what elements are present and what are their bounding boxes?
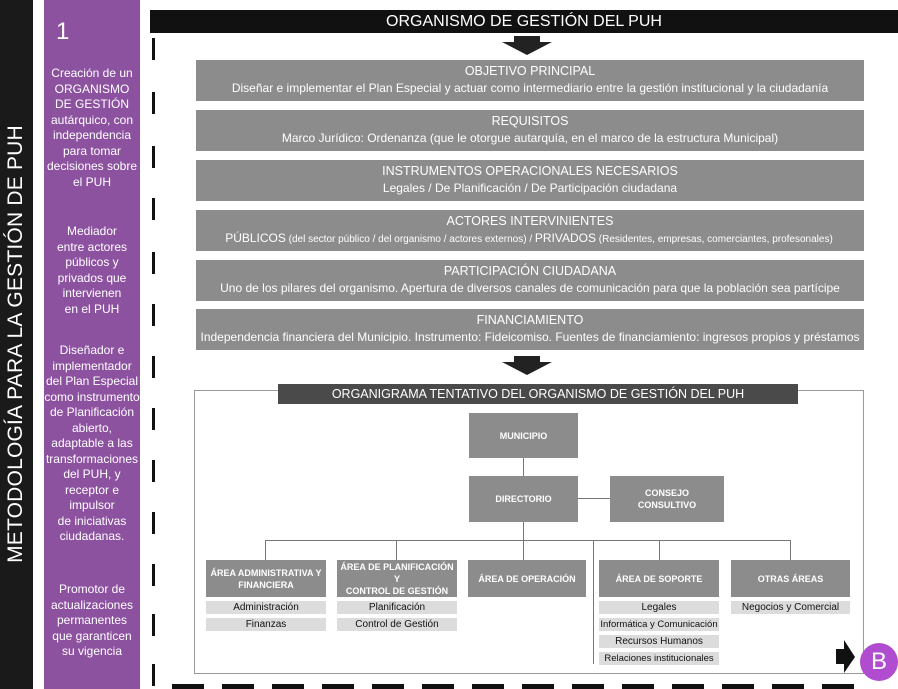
org-area-operacion: ÁREA DE OPERACIÓN [468, 560, 586, 597]
connector [523, 540, 524, 560]
bottom-dash [422, 684, 454, 689]
separator-dash [152, 512, 155, 534]
bottom-dash [772, 684, 804, 689]
separator-dash [152, 664, 155, 686]
org-sub-item: Negocios y Comercial [731, 601, 850, 614]
separator-dash [152, 408, 155, 430]
org-area-otras: OTRAS ÁREAS [731, 560, 850, 597]
connector [265, 540, 791, 541]
connector [659, 540, 660, 560]
box-instrumentos: INSTRUMENTOS OPERACIONALES NECESARIOS Le… [196, 160, 864, 201]
box-objetivo: OBJETIVO PRINCIPAL Diseñar e implementar… [196, 60, 864, 101]
connector [790, 540, 791, 560]
connector [578, 498, 610, 499]
org-sub-item: Finanzas [206, 618, 326, 631]
org-area-planificacion: ÁREA DE PLANIFICACIÓN Y CONTROL DE GESTI… [337, 560, 457, 597]
bottom-dash [372, 684, 404, 689]
org-box-consejo: CONSEJO CONSULTIVO [610, 476, 724, 522]
bottom-dash [722, 684, 754, 689]
org-sub-item: Control de Gestión [337, 618, 457, 631]
box-financiamiento: FINANCIAMIENTO Independencia financiera … [196, 309, 864, 350]
arrow-right-icon [836, 640, 855, 673]
separator-dash [152, 564, 155, 586]
purple-block-organismo: Creación de un ORGANISMO DE GESTIÓN autá… [46, 66, 138, 189]
side-title-bar [0, 0, 33, 689]
purple-column [44, 0, 140, 689]
org-sub-item: Planificación [337, 601, 457, 614]
bottom-dash [572, 684, 604, 689]
org-title-bar [278, 384, 798, 404]
separator-dash [152, 356, 155, 378]
separator-dash [152, 304, 155, 326]
arrow-down-icon [502, 356, 552, 375]
org-sub-item: Administración [206, 601, 326, 614]
separator-dash [152, 614, 155, 636]
org-area-administrativa: ÁREA ADMINISTRATIVA Y FINANCIERA [206, 560, 326, 597]
org-box-directorio: DIRECTORIO [469, 476, 578, 522]
org-box-municipio: MUNICIPIO [469, 413, 578, 458]
box-participacion: PARTICIPACIÓN CIUDADANA Uno de los pilar… [196, 260, 864, 301]
connector [593, 540, 594, 664]
separator-dash [152, 198, 155, 220]
separator-dash [152, 146, 155, 168]
bottom-dash [472, 684, 504, 689]
separator-dash [152, 460, 155, 482]
step-number: 1 [56, 18, 70, 45]
bottom-dash [522, 684, 554, 689]
bottom-dash [322, 684, 354, 689]
separator-dash [152, 252, 155, 274]
arrow-down-icon [502, 36, 552, 55]
bottom-dash [172, 684, 204, 689]
purple-block-mediador: Mediador entre actores públicos y privad… [56, 224, 128, 316]
org-sub-item: Informática y Comunicación [599, 618, 719, 631]
connector [265, 540, 266, 560]
side-title-text: METODOLOGÍA PARA LA GESTIÓN DE PUH [4, 125, 27, 563]
next-section-badge[interactable]: B [860, 643, 898, 681]
org-area-soporte: ÁREA DE SOPORTE [599, 560, 719, 597]
purple-block-promotor: Promotor de actualizaciones permanentes … [50, 582, 134, 658]
top-title: ORGANISMO DE GESTIÓN DEL PUH [386, 13, 662, 30]
org-sub-item: Legales [599, 601, 719, 614]
separator-dash [152, 38, 155, 60]
connector [396, 540, 397, 560]
connector [523, 522, 524, 540]
bottom-dash [672, 684, 704, 689]
bottom-dash [272, 684, 304, 689]
top-title-bar [150, 10, 898, 33]
bottom-dash [822, 684, 854, 689]
connector [523, 458, 524, 476]
bottom-dash [222, 684, 254, 689]
separator-dash [152, 92, 155, 114]
org-sub-item: Recursos Humanos [599, 635, 719, 648]
org-chart-title: ORGANIGRAMA TENTATIVO DEL ORGANISMO DE G… [331, 387, 745, 401]
box-requisitos: REQUISITOS Marco Jurídico: Ordenanza (qu… [196, 110, 864, 151]
org-sub-item: Relaciones institucionales [599, 652, 719, 665]
box-actores: ACTORES INTERVINIENTES PÚBLICOS (del sec… [196, 210, 864, 251]
bottom-dash [622, 684, 654, 689]
purple-block-disenador: Diseñador e implementador del Plan Espec… [44, 343, 140, 543]
